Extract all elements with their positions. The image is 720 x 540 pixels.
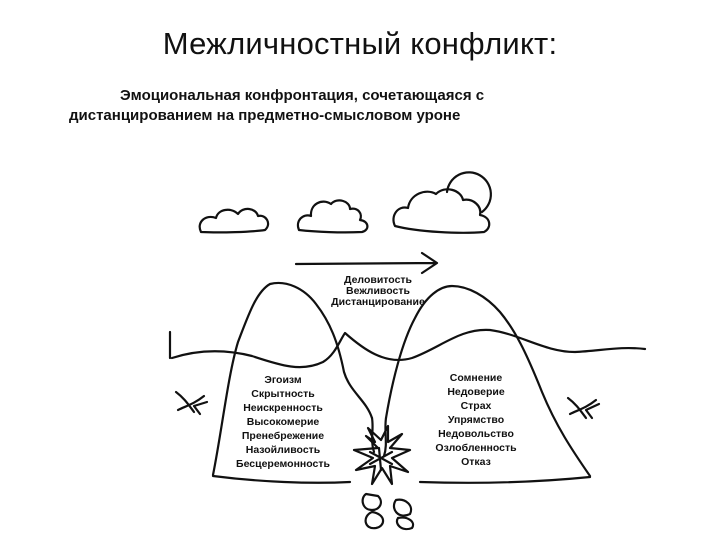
left-mountain-label: Скрытность	[251, 388, 315, 400]
rubble-icon	[361, 492, 415, 531]
subtitle-line-1: Эмоциональная конфронтация, сочетающаяся…	[120, 87, 485, 104]
left-mountain-label: Пренебрежение	[242, 430, 324, 442]
right-mountain-label: Озлобленность	[435, 442, 517, 454]
left-mountain-label: Назойливость	[246, 444, 321, 456]
right-mountain-label: Сомнение	[450, 372, 503, 384]
left-mountain-label: Высокомерие	[247, 416, 320, 428]
cloud-right-icon	[392, 188, 491, 234]
bird-right-icon	[566, 396, 601, 420]
cloud-left-icon	[198, 207, 270, 234]
cloud-middle-icon	[296, 199, 369, 234]
surface-label: Вежливость	[346, 285, 410, 297]
left-mountain-label: Эгоизм	[264, 374, 302, 386]
slide-title: Межличностный конфликт:	[162, 26, 558, 61]
surface-label: Дистанцирование	[331, 296, 425, 308]
right-mountain	[384, 284, 592, 478]
right-mountain-label: Упрямство	[448, 414, 504, 426]
water-surface-line	[170, 328, 647, 369]
surface-label: Деловитость	[344, 274, 413, 286]
right-mountain-label: Страх	[461, 400, 492, 412]
left-mountain-label: Бесцеремонность	[236, 458, 330, 470]
ground-line	[211, 474, 592, 484]
right-mountain-label: Отказ	[461, 456, 491, 468]
sun-icon	[445, 171, 492, 214]
right-mountain-label: Недоверие	[447, 386, 505, 398]
left-mountain-label: Неискренность	[243, 402, 323, 414]
explosion-icon	[352, 424, 412, 486]
right-mountain-label: Недовольство	[438, 428, 514, 440]
subtitle-line-2: дистанцированием на предметно-смысловом …	[69, 107, 461, 124]
slide-subtitle: Эмоциональная конфронтация, сочетающаяся…	[69, 86, 589, 126]
bird-left-icon	[174, 390, 209, 416]
arrow-icon	[294, 251, 439, 275]
left-mountain	[211, 281, 374, 477]
